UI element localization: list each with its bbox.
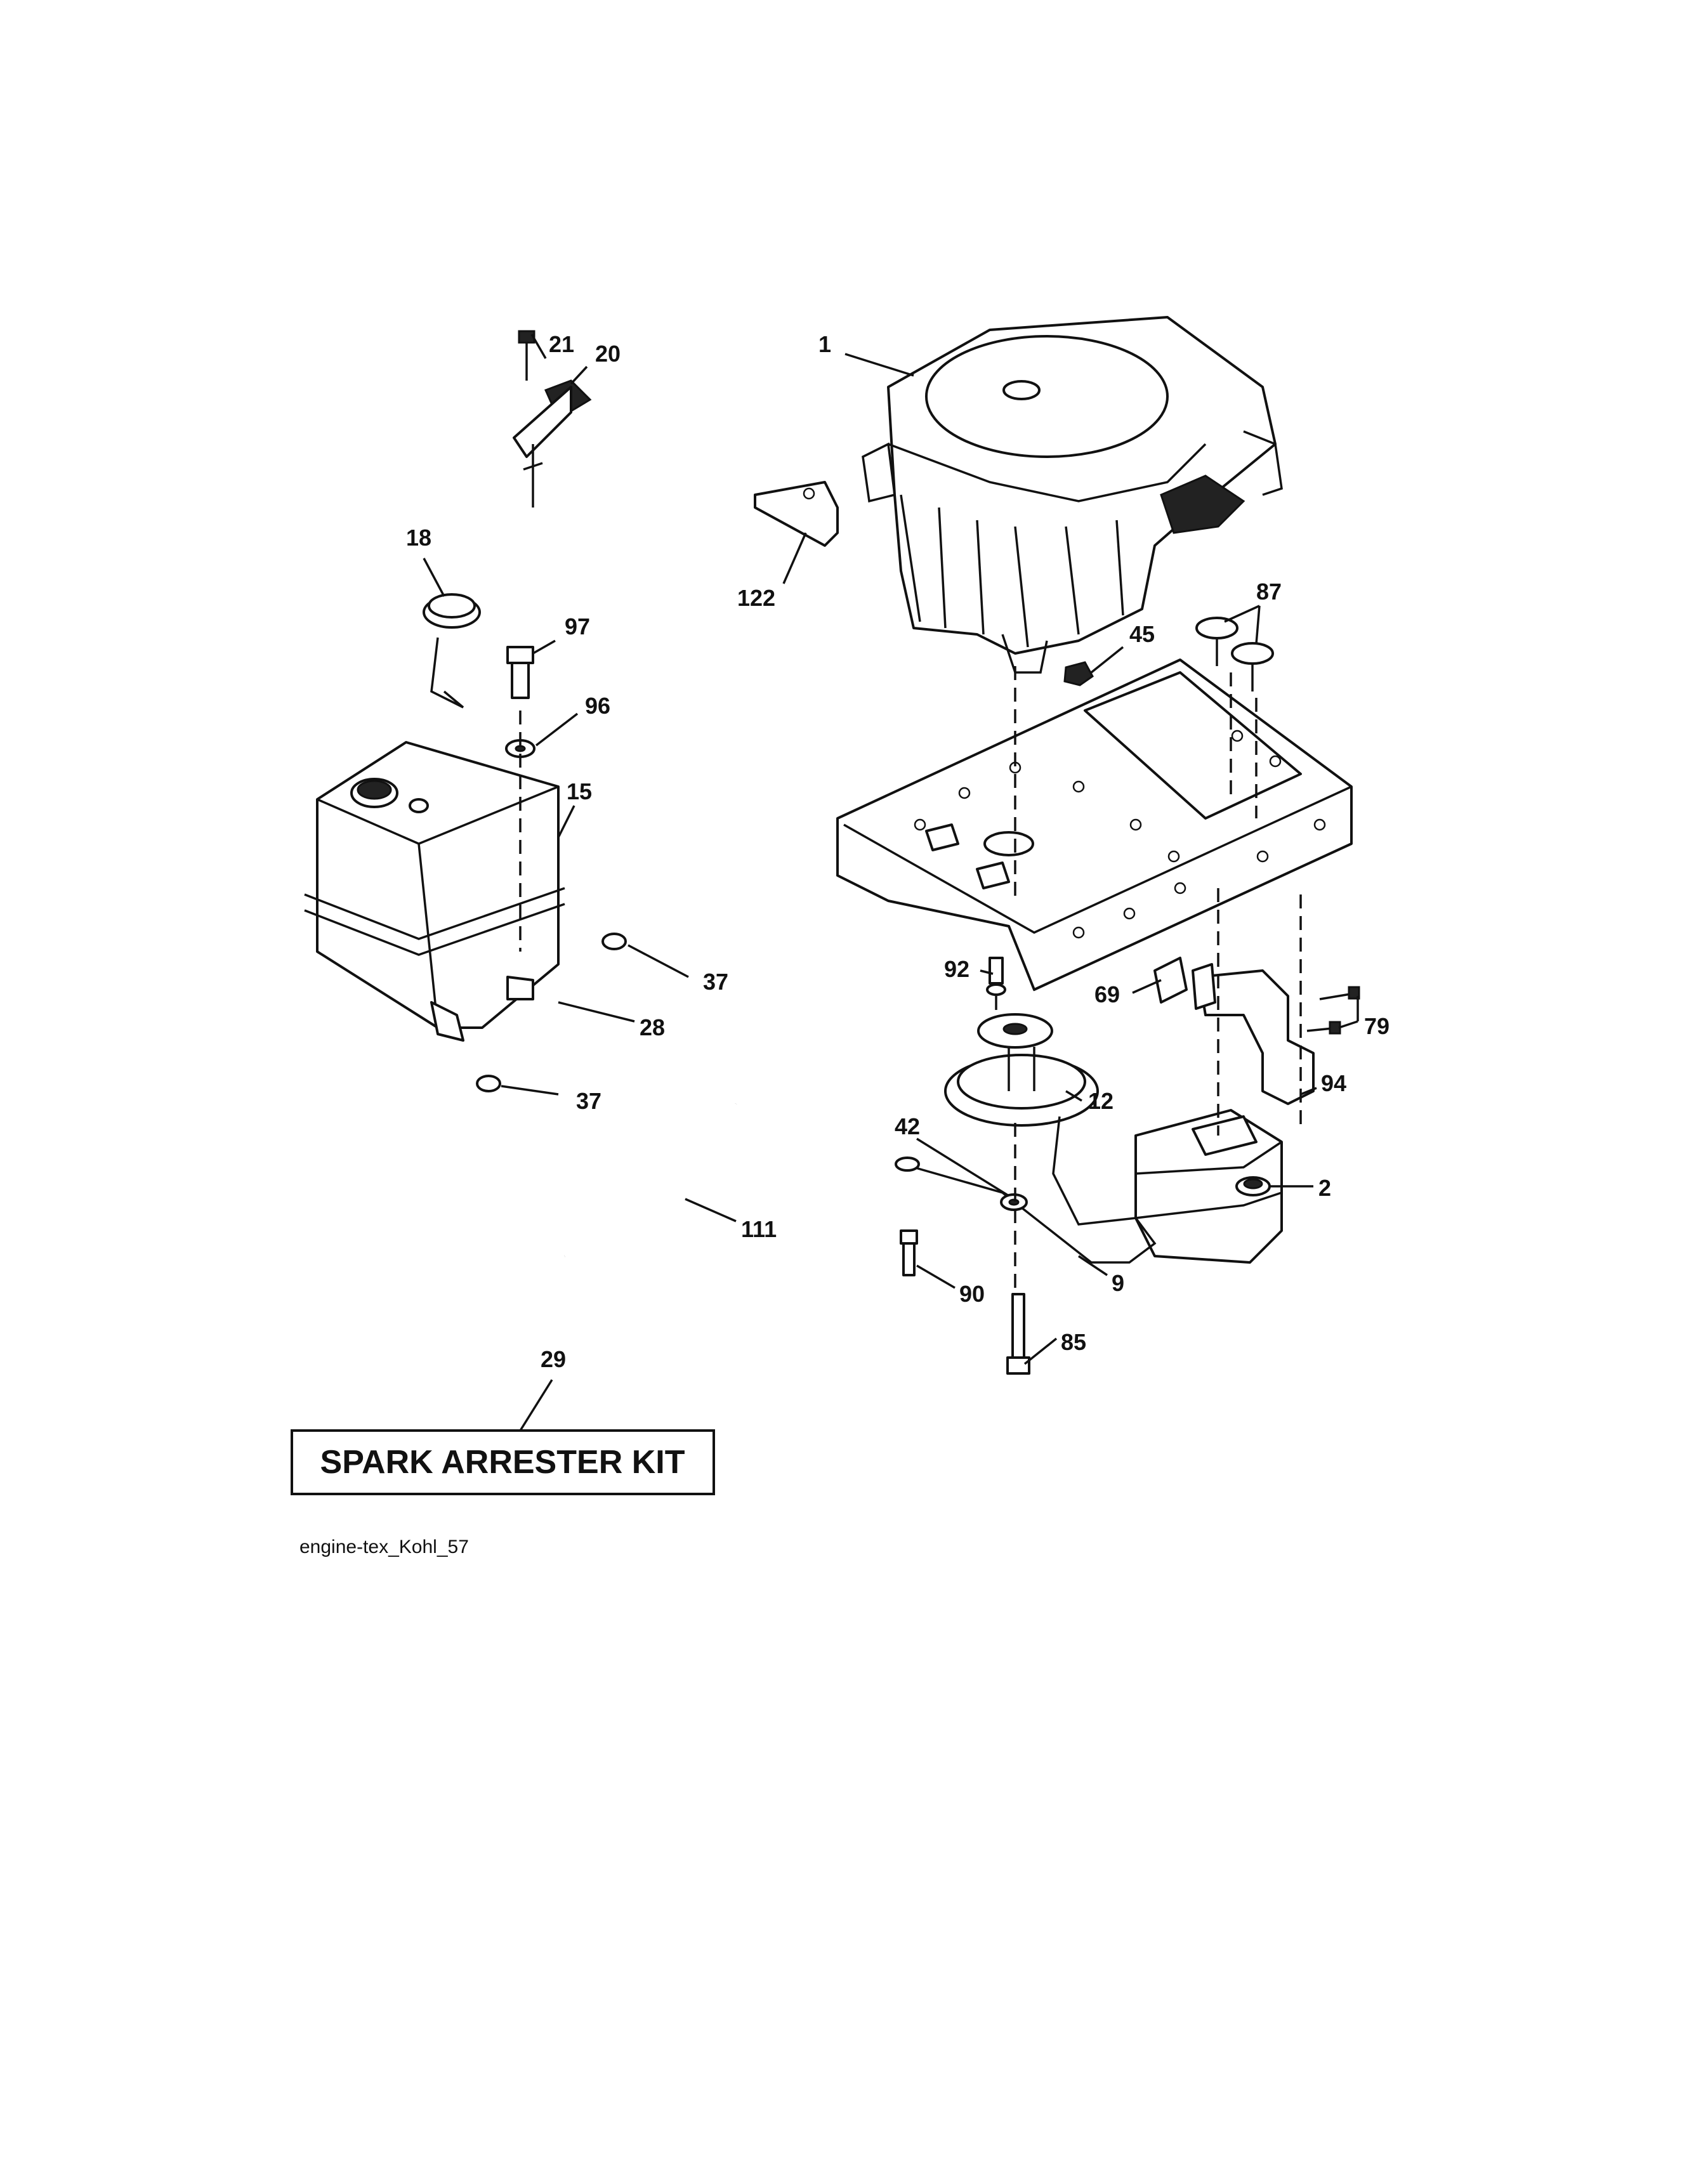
nut-45 — [1063, 661, 1094, 686]
exhaust-gasket — [1153, 957, 1188, 1004]
muffler — [1134, 1109, 1283, 1264]
callout-29: 29 — [541, 1346, 566, 1372]
callout-37-upper: 37 — [703, 969, 728, 995]
muffler-bracket — [895, 1116, 1157, 1264]
callout-1: 1 — [818, 331, 831, 357]
fuel-tank — [304, 741, 565, 1042]
bolt-85 — [1006, 1293, 1030, 1375]
callout-15: 15 — [567, 778, 592, 804]
throttle-lever — [513, 330, 592, 508]
mount-bolt-87b — [1231, 642, 1274, 691]
lift-handle-part — [754, 481, 839, 547]
spark-arrester-kit-label: SPARK ARRESTER KIT — [320, 1444, 685, 1481]
callout-12: 12 — [1088, 1088, 1113, 1114]
exhaust-bolts-79 — [1306, 986, 1360, 1035]
leader-lines — [423, 334, 1359, 1431]
callout-37-lower: 37 — [576, 1088, 601, 1114]
chassis-frame — [836, 658, 1353, 992]
callout-94: 94 — [1321, 1070, 1346, 1096]
bolt-92 — [986, 957, 1006, 996]
callout-2: 2 — [1318, 1175, 1331, 1201]
callout-20: 20 — [595, 341, 621, 367]
diagram-caption: engine-tex_Kohl_57 — [299, 1536, 469, 1557]
callout-92: 92 — [944, 956, 969, 982]
callout-21: 21 — [549, 331, 574, 357]
mount-bolt-87a — [1195, 617, 1238, 666]
exhaust-pipe — [1192, 963, 1315, 1105]
callout-18: 18 — [406, 525, 431, 551]
fuel-line — [493, 943, 611, 1080]
washer-42 — [1000, 1193, 1028, 1211]
hose-clamp-upper — [601, 933, 627, 950]
callout-87: 87 — [1256, 579, 1282, 605]
hose-clamp-lower — [476, 1075, 501, 1092]
engine — [862, 316, 1283, 674]
bolt-90 — [900, 1229, 918, 1276]
callout-69: 69 — [1094, 981, 1120, 1007]
engine-pulley — [944, 1013, 1099, 1127]
callout-45: 45 — [1129, 621, 1155, 647]
callout-42: 42 — [895, 1113, 920, 1139]
callout-90: 90 — [959, 1281, 985, 1307]
spark-arrester-kit-box: SPARK ARRESTER KIT — [291, 1429, 715, 1495]
assembly-guide-lines — [519, 666, 1302, 1294]
hose-111 — [563, 1103, 738, 1258]
callout-79: 79 — [1364, 1013, 1389, 1039]
callout-111: 111 — [741, 1216, 777, 1242]
callout-28: 28 — [640, 1014, 665, 1040]
callout-9: 9 — [1112, 1270, 1124, 1296]
fuel-cap — [423, 593, 481, 709]
callout-85: 85 — [1061, 1329, 1086, 1355]
callout-97: 97 — [565, 613, 590, 639]
callout-96: 96 — [585, 693, 610, 719]
callout-122: 122 — [737, 585, 775, 611]
bolt-97 — [506, 646, 534, 699]
